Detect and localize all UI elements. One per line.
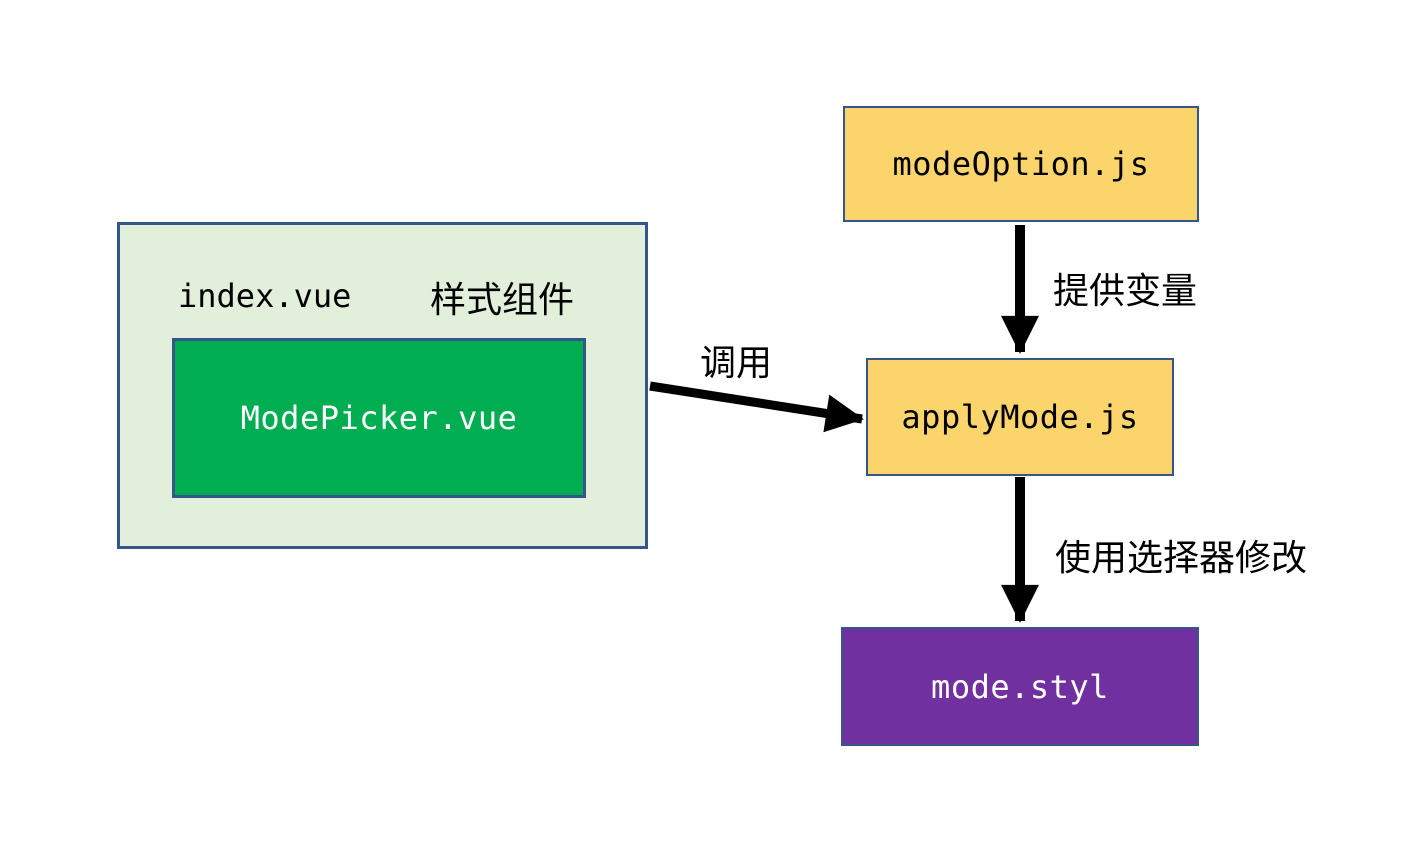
apply-mode-label: applyMode.js <box>901 398 1139 436</box>
invoke-edge-label: 调用 <box>700 342 773 383</box>
mode-styl-node: mode.styl <box>841 627 1199 746</box>
mode-styl-label: mode.styl <box>931 667 1109 706</box>
mode-picker-node: ModePicker.vue <box>172 338 586 498</box>
style-component-annotation: 样式组件 <box>430 279 575 320</box>
mode-picker-label: ModePicker.vue <box>240 399 518 437</box>
apply-mode-node: applyMode.js <box>866 358 1174 476</box>
mode-option-node: modeOption.js <box>843 106 1199 222</box>
provide-vars-edge-label: 提供变量 <box>1053 270 1198 311</box>
index-vue-container: index.vue 样式组件 ModePicker.vue <box>117 222 648 549</box>
arrow-invoke <box>649 381 864 433</box>
selector-modify-edge-label: 使用选择器修改 <box>1055 537 1308 578</box>
mode-option-label: modeOption.js <box>892 145 1150 183</box>
index-vue-label: index.vue <box>178 277 352 315</box>
